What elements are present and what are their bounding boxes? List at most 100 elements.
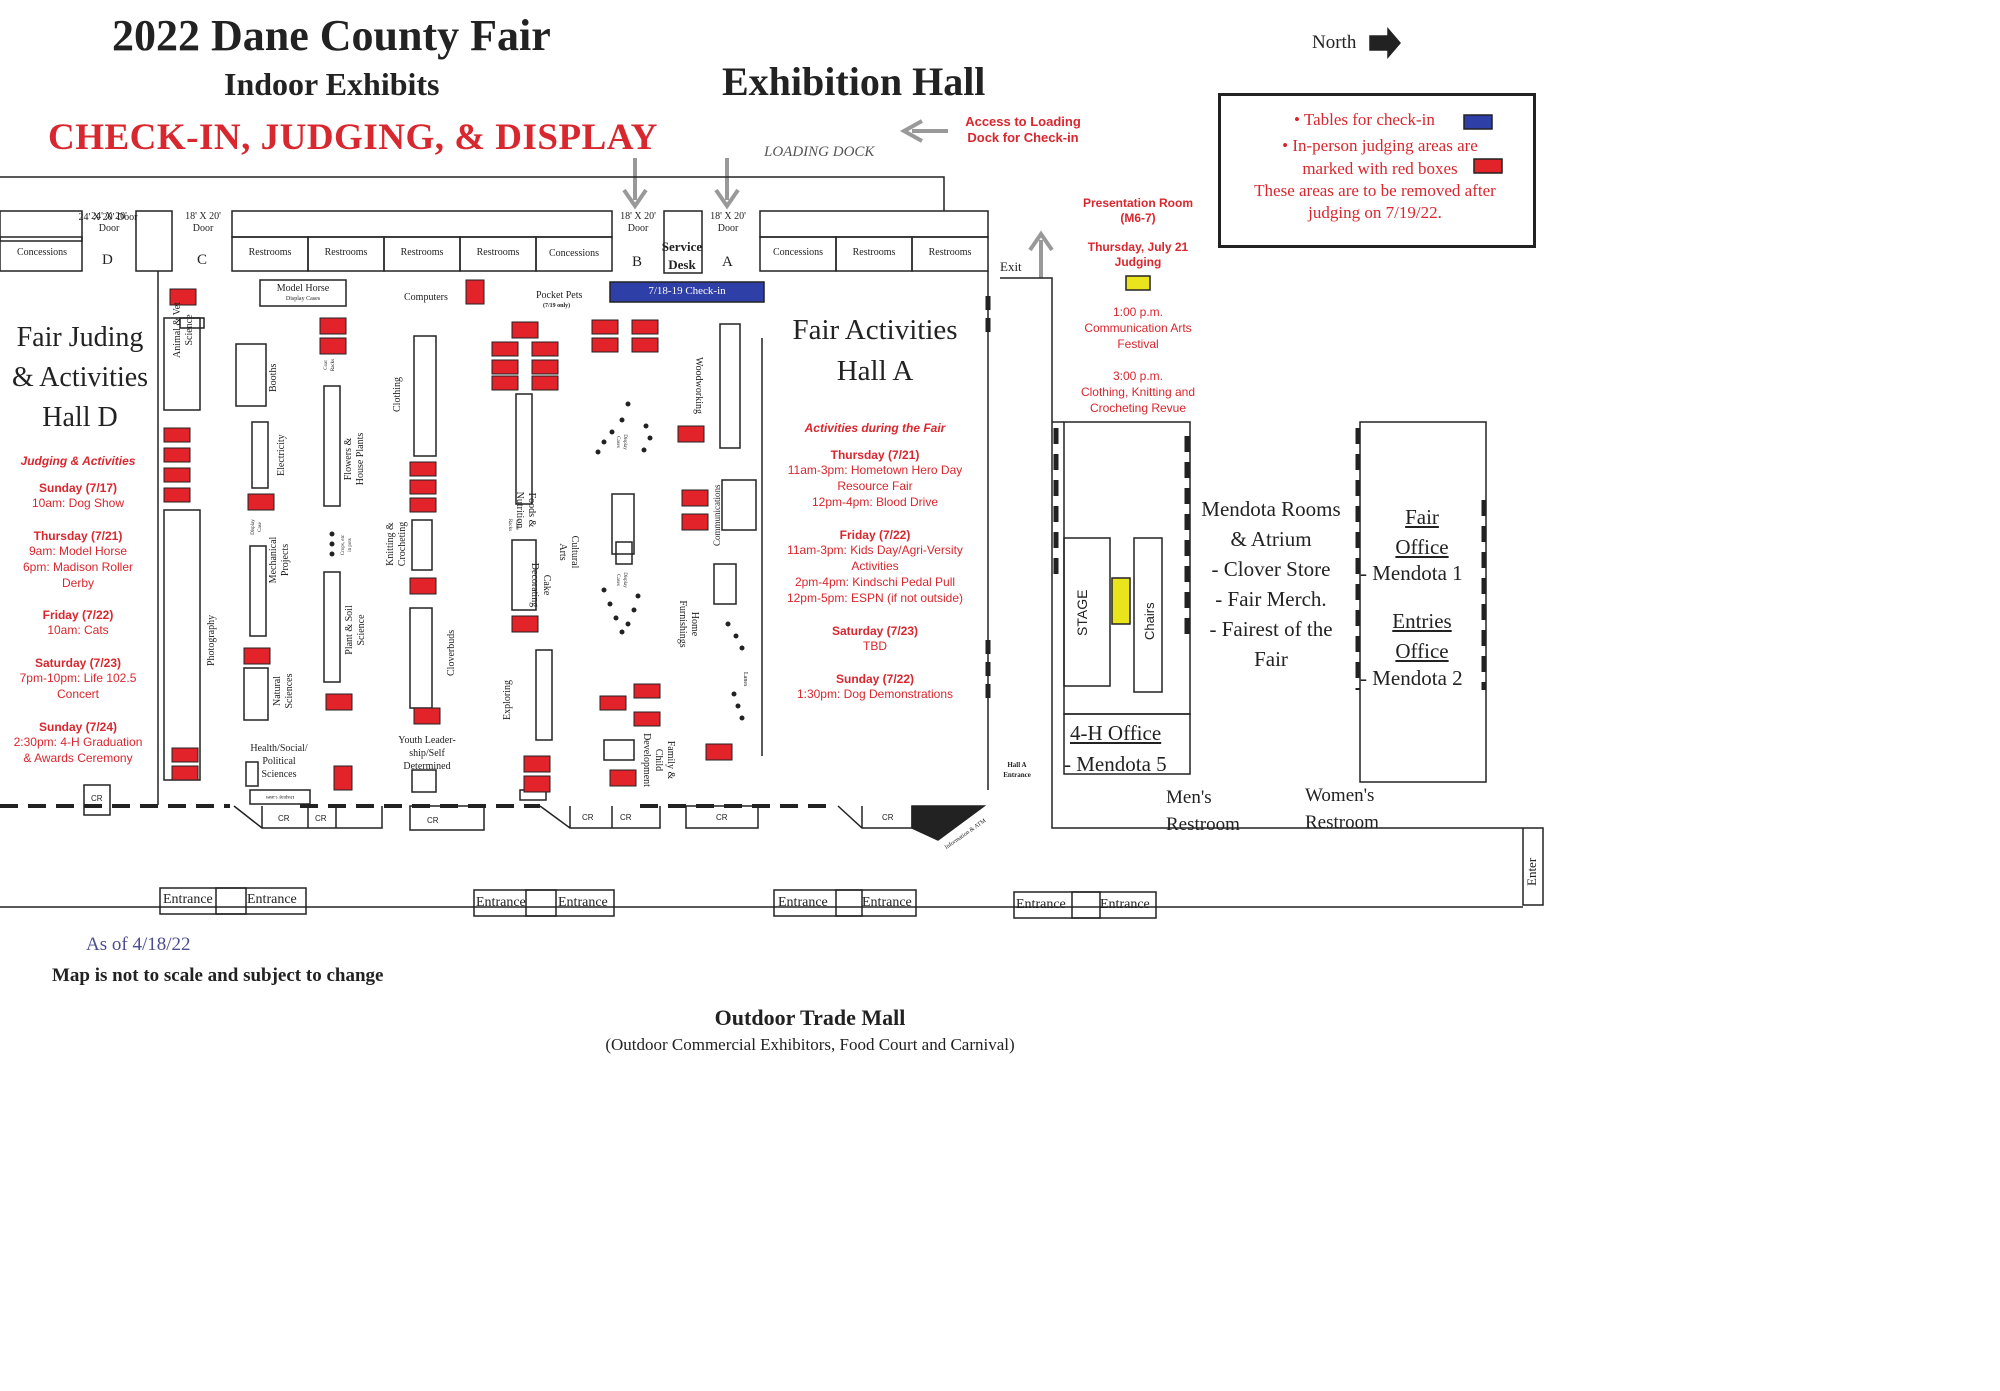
exhibit-crops: Crops, etc in pots <box>341 534 353 556</box>
exhibit-display-cases: Display Cases <box>285 296 321 302</box>
cr-label: CR <box>882 813 894 822</box>
hall-d-event: Friday (7/22)10am: Cats <box>42 608 114 637</box>
exhibition-hall-title: Exhibition Hall <box>722 59 986 104</box>
cr-label: CR <box>716 813 728 822</box>
hall-d-event: Thursday (7/21)9am: Model Horse 6pm: Mad… <box>22 529 134 590</box>
legend-tables: • Tables for check-in <box>1294 110 1435 129</box>
entrance-label[interactable]: Entrance <box>247 892 297 907</box>
exit-label: Exit <box>1000 259 1022 274</box>
cr-label: CR <box>582 813 594 822</box>
exhibit-communications: Communications <box>712 484 722 547</box>
door-d-size-label: 24' X 20' Door <box>91 211 127 234</box>
door-b-letter: B <box>632 254 643 270</box>
checkin-table-block <box>609 281 765 303</box>
exhibit-family-child: Family & Child Development <box>641 733 676 787</box>
hall-d-event: Sunday (7/17)10am: Dog Show <box>31 481 125 510</box>
entrance-label[interactable]: Entrance <box>476 895 526 910</box>
mendota-2-label: - Mendota 2 <box>1360 666 1463 690</box>
banner-checkin-judging: CHECK-IN, JUDGING, & DISPLAY <box>48 117 658 158</box>
door-c-size-label: 18' X 20' Door <box>185 211 221 234</box>
exhibit-youth: Youth Leader- ship/Self Determined <box>398 735 456 772</box>
map-subtitle: Indoor Exhibits <box>224 66 440 102</box>
hall-d-title: Fair Juding & Activities Hall D <box>11 322 149 433</box>
exhibit-pocket-pets-note: (7/19 only) <box>543 303 571 309</box>
exhibit-flowers: Flowers & House Plants <box>343 432 366 486</box>
map-title: 2022 Dane County Fair <box>112 11 551 60</box>
north-label: North <box>1312 32 1357 53</box>
hall-a-title: Fair Activities Hall A <box>792 314 958 387</box>
exhibit-display-case: Display Case <box>251 519 263 535</box>
entrance-label[interactable]: Entrance <box>558 895 608 910</box>
exhibit-electricity: Electricity <box>276 434 287 476</box>
legend-judging: • In-person judging areas are marked wit… <box>1282 136 1478 178</box>
exhibit-cake-decorating: Cake Decorating <box>529 562 552 608</box>
loading-dock-label: LOADING DOCK <box>764 144 875 160</box>
legend-blue-swatch <box>1463 114 1493 130</box>
red-judging-boxes <box>163 279 733 793</box>
entrance-label[interactable]: Entrance <box>778 895 828 910</box>
entrance-label[interactable]: Entrance <box>1100 897 1150 912</box>
presentation-item-1: 1:00 p.m. Communication Arts Festival <box>1084 305 1192 351</box>
presentation-item-2: 3:00 p.m. Clothing, Knitting and Crochet… <box>1080 369 1196 415</box>
lane-dots <box>329 401 745 721</box>
exhibit-animal-vet: Animal & Vet Science <box>172 302 195 358</box>
hall-a-events: Thursday (7/21)11am-3pm: Hometown Hero D… <box>768 448 982 702</box>
chairs-label: Chairs <box>1142 602 1157 640</box>
legend-removal: These areas are to be removed after judg… <box>1254 181 1496 222</box>
hall-a-event: Saturday (7/23)TBD <box>831 624 919 653</box>
stage-label: STAGE <box>1074 589 1090 636</box>
room-restrooms: Restrooms <box>248 247 292 258</box>
cr-label: CR <box>427 816 439 825</box>
scale-disclaimer: Map is not to scale and subject to chang… <box>52 965 384 986</box>
exhibit-model-horse: Model Horse <box>276 283 330 294</box>
hall-a-entrance-label: Hall A Entrance <box>1003 761 1031 779</box>
mendota-rooms-label: Mendota Rooms & Atrium - Clover Store - … <box>1201 497 1341 671</box>
exhibit-display-cases-v: Display Cases <box>615 572 627 588</box>
presentation-judging: Thursday, July 21 Judging <box>1087 240 1189 269</box>
legend-red-swatch <box>1473 158 1503 174</box>
cr-label: CR <box>278 814 290 823</box>
entrance-label[interactable]: Entrance <box>163 892 213 907</box>
hall-a-event: Sunday (7/22)1:30pm: Dog Demonstrations <box>796 672 954 701</box>
presentation-yellow-swatch <box>1125 275 1151 291</box>
loading-access-note: Access to Loading Dock for Check-in <box>965 114 1081 145</box>
exhibit-photography: Photography <box>206 614 217 666</box>
exhibit-coat-racks: Coat Racks <box>324 358 336 372</box>
mendota-5-label: - Mendota 5 <box>1064 752 1167 776</box>
exhibit-cloverbuds: Cloverbuds <box>446 629 457 676</box>
exhibit-home-furnishings: Home Furnishings <box>677 600 700 648</box>
room-restrooms: Restrooms <box>400 247 444 258</box>
as-of-date: As of 4/18/22 <box>86 934 191 955</box>
exhibit-pocket-pets: Pocket Pets <box>536 290 583 301</box>
exhibit-computers: Computers <box>404 292 448 303</box>
hall-d-events: Sunday (7/17)10am: Dog Show Thursday (7/… <box>0 481 156 766</box>
exhibit-booths: Booths <box>268 363 279 392</box>
exhibit-natural-sciences: Natural Sciences <box>272 673 295 709</box>
exhibit-lanes: Lanes <box>742 672 748 687</box>
exhibit-exploring: Exploring <box>502 680 513 720</box>
stage-chairs-yellow-block <box>1111 577 1131 625</box>
room-restrooms: Restrooms <box>476 247 520 258</box>
presentation-room-title: Presentation Room (M6-7) <box>1082 196 1193 225</box>
door-c-letter: C <box>197 252 208 268</box>
entrance-label[interactable]: Entrance <box>1016 897 1066 912</box>
room-restrooms: Restrooms <box>324 247 368 258</box>
cr-label: CR <box>91 794 103 803</box>
room-concessions: Concessions <box>773 247 823 258</box>
door-a-size-label: 18' X 20' Door <box>710 211 746 234</box>
room-concessions: Concessions <box>17 247 67 258</box>
legend-box <box>1218 93 1536 248</box>
exhibit-woodworking: Woodworking <box>693 357 704 414</box>
exhibit-knitting: Knitting & Crocheting <box>385 521 408 567</box>
north-arrow-icon <box>1369 26 1401 60</box>
entries-office-label: Entries Office <box>1392 609 1452 663</box>
hall-a-event: Friday (7/22)11am-3pm: Kids Day/Agri-Ver… <box>786 528 964 605</box>
door-a-letter: A <box>722 254 733 270</box>
floor-plan: 24' X 20' Door <box>0 26 1544 919</box>
door-d-size: 24' X 20' Door <box>79 212 139 223</box>
exhibit-cultural-arts: Cultural Arts <box>557 535 580 569</box>
fair-office-label: Fair Office <box>1395 505 1449 559</box>
entrance-label[interactable]: Entrance <box>862 895 912 910</box>
room-restrooms: Restrooms <box>928 247 972 258</box>
exhibit-plant-soil: Plant & Soil Science <box>344 605 367 655</box>
